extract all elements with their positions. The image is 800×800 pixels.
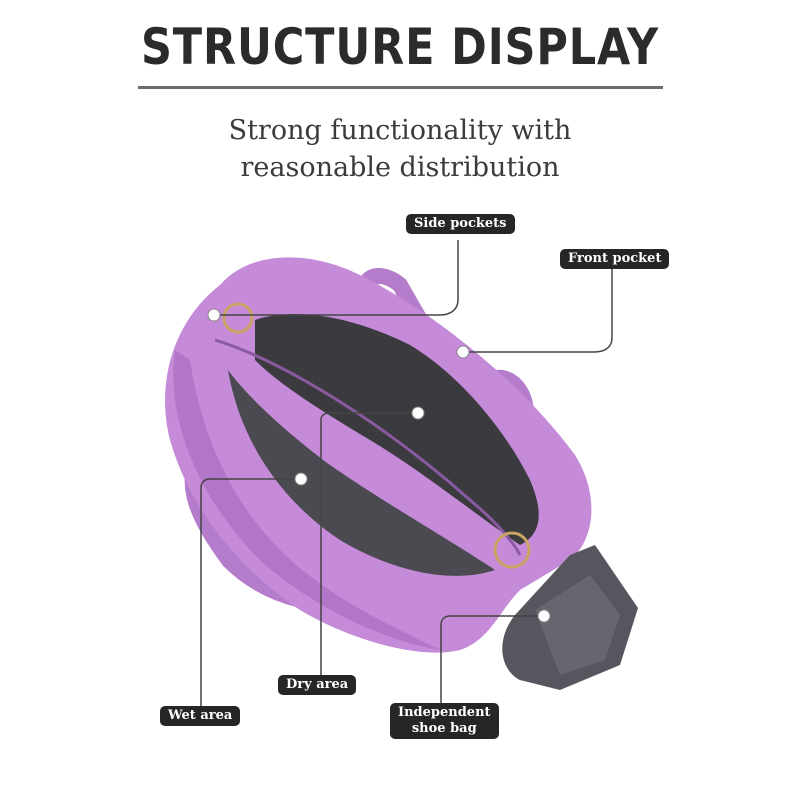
bag-side-shade	[173, 350, 441, 650]
bag-body	[165, 257, 592, 653]
label-shoe-bag-line-1: Independent	[398, 705, 491, 720]
dot-wet-area	[294, 472, 308, 486]
subtitle: Strong functionality with reasonable dis…	[0, 112, 800, 186]
leader-shoe-bag	[440, 615, 543, 705]
leader-wet-area	[200, 478, 300, 706]
label-shoe-bag-line-2: shoe bag	[411, 721, 477, 736]
label-front-pocket: Front pocket	[560, 249, 670, 269]
title-divider	[138, 86, 663, 89]
page-title: STRUCTURE DISPLAY	[140, 18, 660, 76]
label-dry-area: Dry area	[278, 675, 357, 695]
subtitle-line-1: Strong functionality with	[228, 115, 572, 146]
bottom-ring	[493, 531, 531, 569]
label-wet-area: Wet area	[160, 706, 241, 726]
shoe-bag-inner	[535, 575, 620, 675]
leader-dry-area	[320, 412, 418, 676]
dot-dry-area	[411, 406, 425, 420]
wet-compartment-opening	[228, 370, 495, 576]
leader-side-pockets	[216, 240, 459, 316]
subtitle-line-2: reasonable distribution	[240, 152, 560, 183]
leader-front-pocket	[463, 268, 613, 353]
label-shoe-bag: Independent shoe bag	[390, 703, 499, 739]
dot-shoe-bag	[537, 609, 551, 623]
dot-side-pockets	[207, 308, 221, 322]
main-compartment-opening	[255, 314, 539, 545]
dot-front-pocket	[456, 345, 470, 359]
top-ring	[222, 302, 254, 334]
label-side-pockets: Side pockets	[406, 214, 515, 234]
